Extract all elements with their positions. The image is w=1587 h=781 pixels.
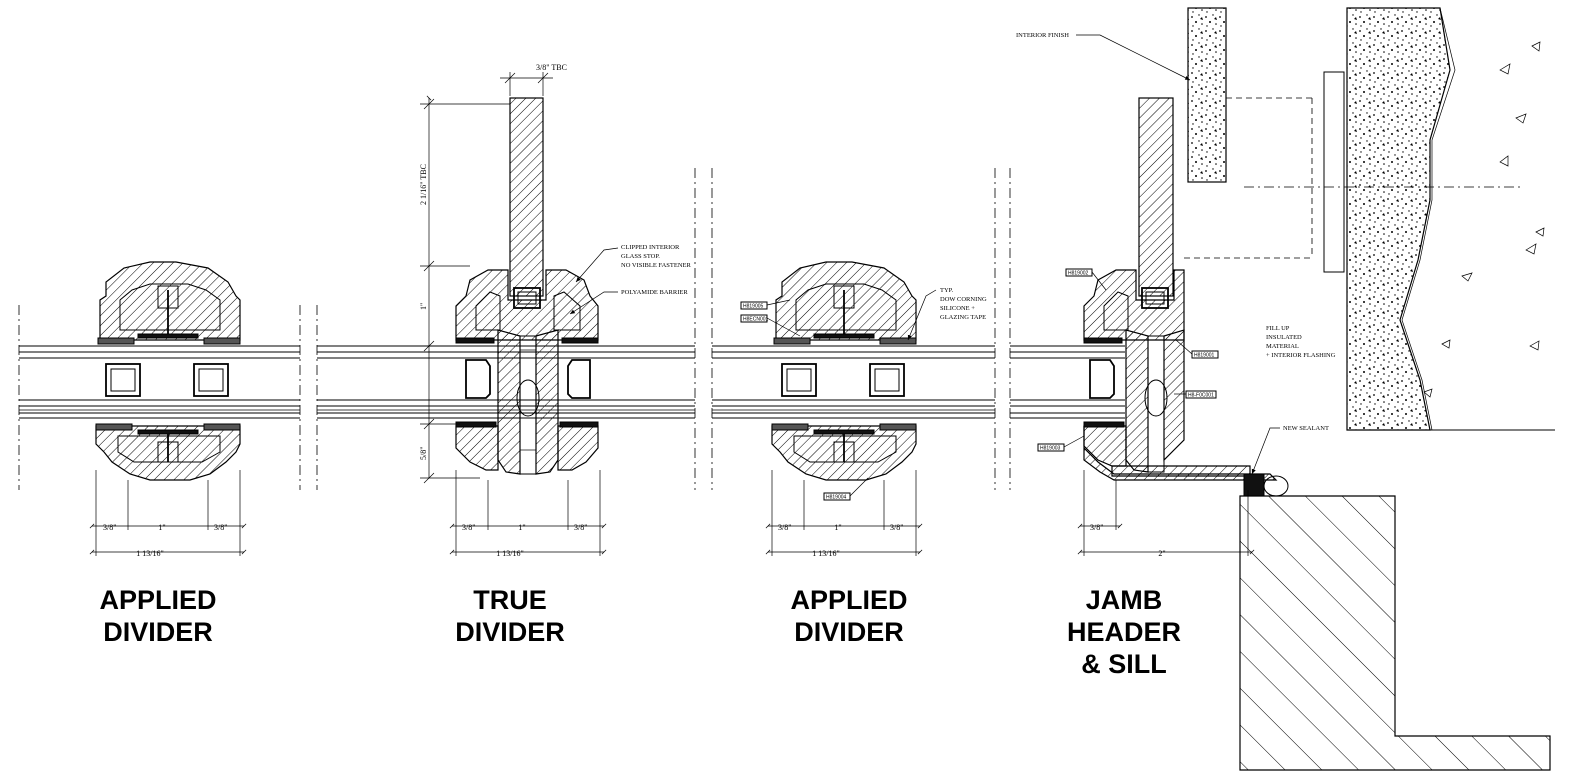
callouts: CLIPPED INTERIOR GLASS STOP. NO VISIBLE … [569,32,1336,475]
tag-a2-mid: H8ECN001 [743,317,769,323]
dimension-labels: 3/8" 1" 3/8" 1 13/16" 3/8" 1" 3/8" 1 13/… [103,63,1166,558]
note-dow-2: DOW CORNING [940,296,987,303]
title-applied-2-line2: DIVIDER [794,617,904,647]
section-titles: APPLIED DIVIDER TRUE DIVIDER APPLIED DIV… [99,585,1181,679]
note-polyamide: POLYAMIDE BARRIER [621,289,688,296]
dim-3-total: 1 13/16" [812,549,840,558]
true-divider-profile [455,97,599,475]
title-applied-2-line1: APPLIED [790,585,907,615]
glass-band [19,345,1125,419]
dim-height-mid: 1" [419,303,428,310]
dim-1-left: 3/8" [103,523,117,532]
title-jamb-line1: JAMB [1086,585,1163,615]
dim-3-left: 3/8" [778,523,792,532]
dim-2-middle: 1" [518,523,525,532]
note-clipped-3: NO VISIBLE FASTENER [621,262,691,269]
title-applied-1-line2: DIVIDER [103,617,213,647]
wall-structure [1239,7,1555,771]
note-interior-finish: INTERIOR FINISH [1016,32,1069,39]
dim-height-upper: 2 1/16" TBC [419,164,428,205]
note-fill-4: + INTERIOR FLASHING [1266,352,1336,359]
dim-2-left: 3/8" [462,523,476,532]
tag-jamb-right-2: H8-F0C001 [1188,393,1214,399]
dim-tbc-width: 3/8" TBC [536,63,567,72]
dim-3-middle: 1" [834,523,841,532]
break-lines [18,168,1011,490]
dim-2-right: 3/8" [574,523,588,532]
title-true-line1: TRUE [473,585,547,615]
title-jamb-line3: & SILL [1081,649,1167,679]
note-dow-1: TYP. [940,287,954,294]
applied-divider-2-profile [771,261,917,481]
note-new-sealant: NEW SEALANT [1283,425,1329,432]
jamb-profile [1083,7,1520,497]
tag-jamb-right-1: H819001 [1194,353,1215,359]
dim-4-left: 3/8" [1090,523,1104,532]
dim-1-total: 1 13/16" [136,549,164,558]
part-tags: H819005 H8ECN001 H819004 H819002 H819001… [740,268,1219,501]
note-clipped-2: GLASS STOP. [621,253,660,260]
title-jamb-line2: HEADER [1067,617,1181,647]
tag-jamb-left: H819003 [1040,446,1061,452]
dim-2-total: 1 13/16" [496,549,524,558]
note-fill-3: MATERIAL [1266,343,1299,350]
note-fill-2: INSULATED [1266,334,1302,341]
title-applied-1-line1: APPLIED [99,585,216,615]
tag-a2-bottom: H819004 [826,495,847,501]
note-dow-4: GLAZING TAPE [940,314,986,321]
dim-4-total: 2" [1158,549,1165,558]
dimension-lines [89,72,1255,556]
applied-divider-1-profile [95,261,241,481]
tag-jamb-top: H819002 [1068,271,1089,277]
dim-1-right: 3/8" [214,523,228,532]
note-fill-1: FILL UP [1266,325,1290,332]
note-dow-3: SILICONE + [940,305,975,312]
dim-3-right: 3/8" [890,523,904,532]
tag-a2-top: H819005 [743,304,764,310]
title-true-line2: DIVIDER [455,617,565,647]
dim-height-lower: 5/8" [419,447,428,461]
note-clipped-1: CLIPPED INTERIOR [621,244,680,251]
dim-1-middle: 1" [158,523,165,532]
